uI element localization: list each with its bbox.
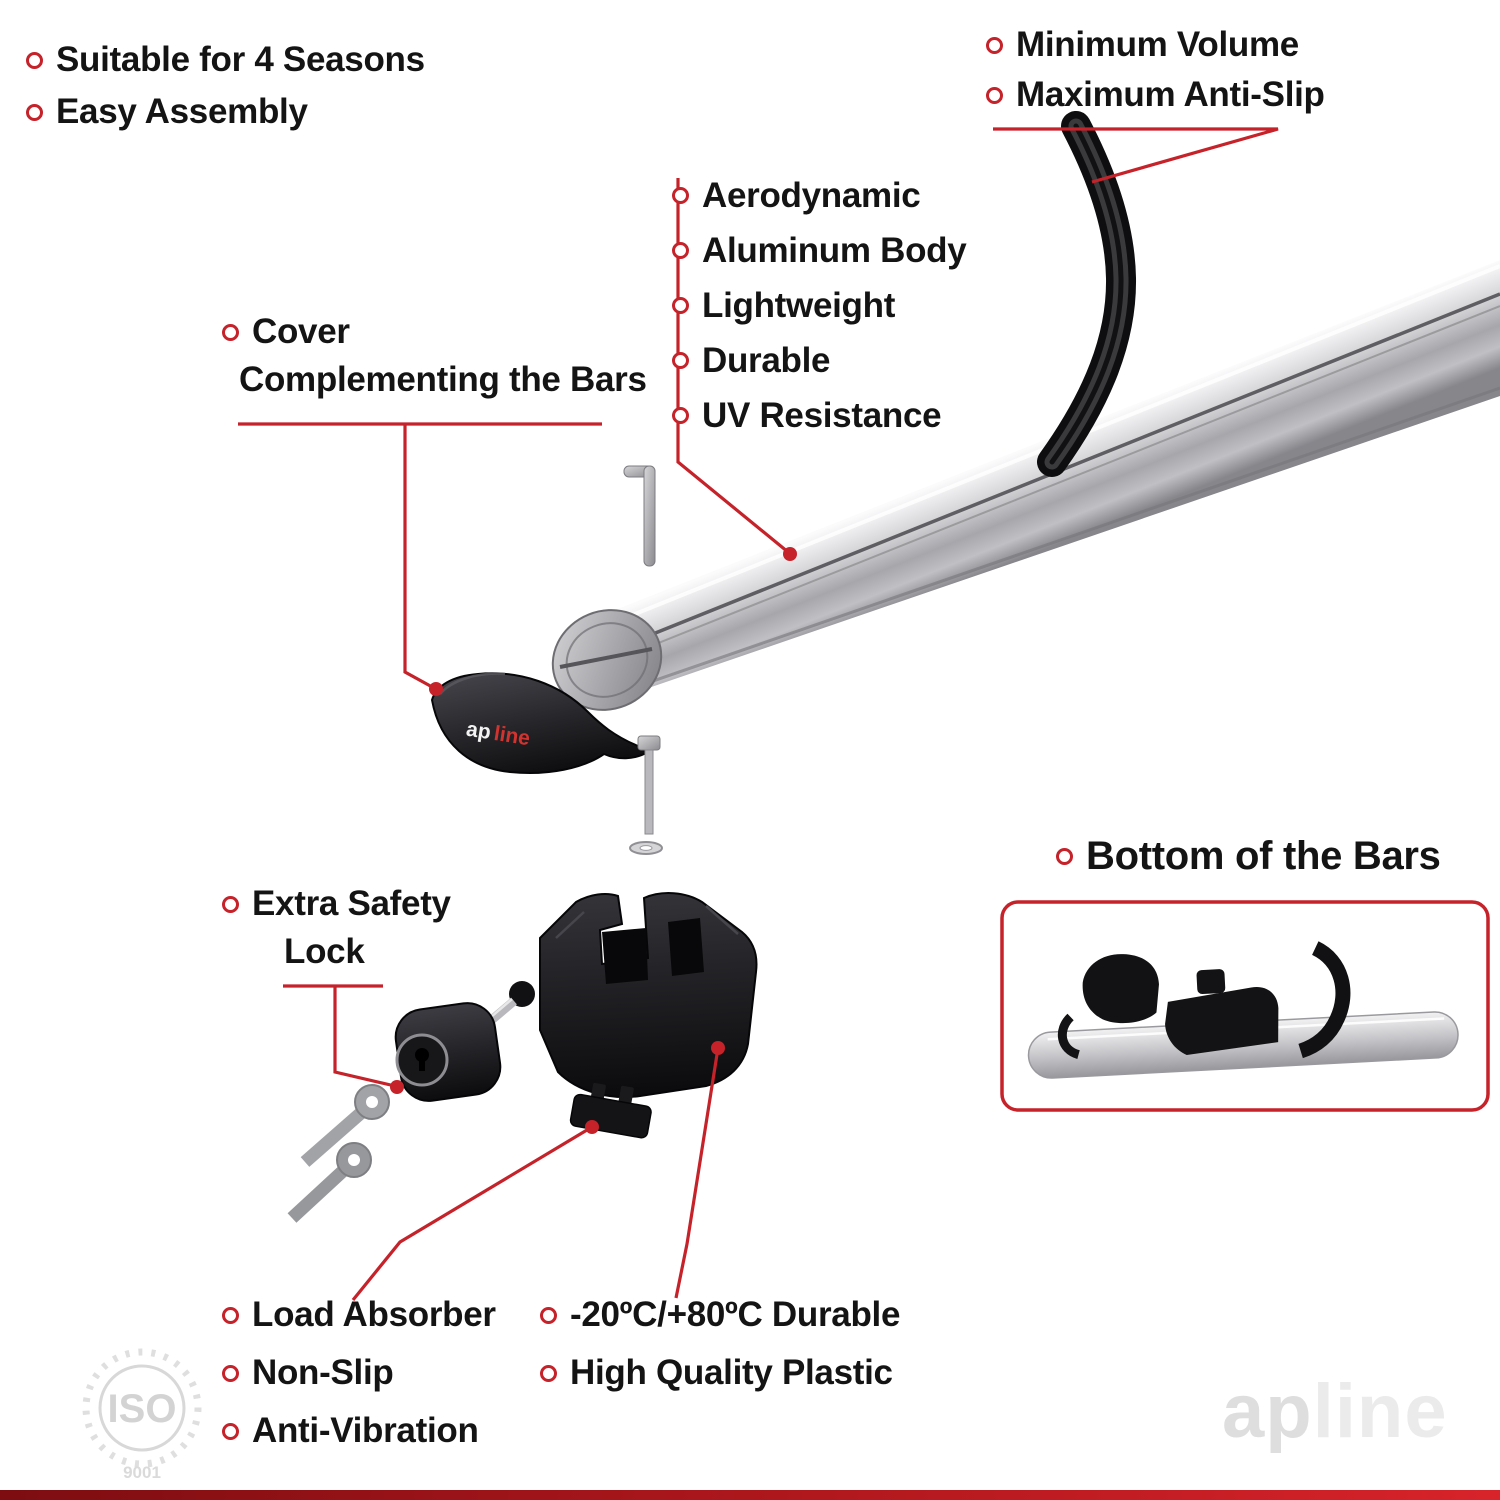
note-label: Minimum Volume	[1016, 25, 1299, 64]
bar-feature-list: Aerodynamic Aluminum Body Lightweight Du…	[662, 168, 967, 443]
bullet-icon	[26, 51, 43, 69]
rubber-strip-illustration	[1037, 111, 1137, 477]
inset-clamp-left	[1082, 954, 1159, 1024]
feature-aerodynamic: Aerodynamic	[662, 168, 966, 223]
leader-line-load-absorber	[351, 1125, 593, 1302]
bullet-icon	[222, 1422, 239, 1440]
feature-label: Aluminum Body	[702, 230, 967, 270]
feature-uv-resistance: UV Resistance	[662, 388, 966, 443]
top-left-notes: Suitable for 4 Seasons Easy Assembly	[26, 34, 425, 138]
bullet-icon	[222, 1364, 239, 1382]
cover-label-line1: Cover	[222, 312, 647, 352]
lock-illustration	[394, 981, 535, 1102]
bullet-icon	[540, 1306, 557, 1324]
feature-label: Lightweight	[702, 285, 896, 325]
lock-label-line2: Lock	[284, 932, 365, 971]
bullet-icon	[672, 242, 689, 259]
note-temperature-durable: -20ºC/+80ºC Durable	[540, 1286, 900, 1344]
note-label: High Quality Plastic	[570, 1353, 893, 1392]
leader-lines	[238, 127, 1279, 1302]
feature-label: Aerodynamic	[702, 175, 921, 215]
cover-label: Cover Complementing the Bars	[222, 312, 647, 400]
leader-line-bar-features	[676, 178, 790, 554]
bullet-icon	[540, 1364, 557, 1382]
allen-key-icon	[623, 465, 656, 567]
note-anti-vibration: Anti-Vibration	[222, 1402, 496, 1460]
bullet-icon	[222, 323, 239, 341]
brand-watermark-ap: ap	[1222, 1369, 1313, 1454]
bottom-red-strip	[0, 1490, 1500, 1500]
iso-watermark: ISO 9001	[82, 1348, 202, 1482]
note-label: Extra Safety	[252, 884, 451, 923]
foot-clamp-illustration	[539, 892, 758, 1098]
note-label: Load Absorber	[252, 1295, 496, 1334]
bullet-icon	[26, 103, 43, 121]
cover-logo-ap: ap	[465, 718, 493, 745]
note-four-seasons: Suitable for 4 Seasons	[26, 34, 425, 86]
safety-lock-label: Extra Safety Lock	[222, 884, 451, 972]
bullet-icon	[222, 1306, 239, 1324]
bullet-icon	[672, 297, 689, 314]
bolt-icon	[637, 735, 661, 835]
feature-aluminum-body: Aluminum Body	[662, 223, 967, 278]
leader-line-cover	[238, 422, 602, 690]
note-high-quality-plastic: High Quality Plastic	[540, 1344, 900, 1402]
leader-line-lock	[283, 984, 396, 1088]
note-label: Non-Slip	[252, 1353, 394, 1392]
feature-label: UV Resistance	[702, 395, 942, 435]
bullet-icon	[222, 895, 239, 913]
iso-text: ISO	[108, 1387, 177, 1431]
bar-end-cap	[551, 609, 663, 711]
brand-watermark-line: line	[1312, 1369, 1448, 1454]
bottom-bars-label: Bottom of the Bars	[1056, 834, 1441, 879]
washer-icon	[629, 841, 663, 855]
inset-box	[1000, 900, 1490, 1112]
inset-bar-illustration	[1027, 941, 1459, 1079]
note-label: Maximum Anti-Slip	[1016, 75, 1325, 114]
roof-bar-illustration	[551, 260, 1500, 711]
leader-line-anti-slip	[993, 127, 1279, 184]
note-load-absorber: Load Absorber	[222, 1286, 496, 1344]
note-label: Bottom of the Bars	[1086, 834, 1441, 878]
bullet-icon	[672, 187, 689, 204]
keys-icon	[287, 1084, 390, 1223]
note-label: Cover	[252, 312, 350, 351]
top-right-notes: Minimum Volume Maximum Anti-Slip	[986, 20, 1325, 120]
leader-line-durable	[674, 1047, 720, 1299]
note-label: -20ºC/+80ºC Durable	[570, 1295, 901, 1334]
bullet-icon	[1056, 848, 1073, 865]
note-minimum-volume: Minimum Volume	[986, 20, 1325, 70]
note-anti-slip: Maximum Anti-Slip	[986, 70, 1325, 120]
cover-illustration: ap line	[430, 672, 650, 775]
inset-strap	[1298, 941, 1351, 1059]
bottom-left-notes: Load Absorber Non-Slip Anti-Vibration	[222, 1286, 496, 1460]
inset-clamp-right	[1165, 986, 1279, 1055]
bullet-icon	[986, 86, 1003, 104]
feature-lightweight: Lightweight	[662, 278, 966, 333]
bottom-bars-row: Bottom of the Bars	[1056, 834, 1441, 879]
brand-watermark: apline	[1222, 1368, 1448, 1455]
leader-dots	[390, 547, 797, 1134]
iso-number-text: 9001	[123, 1463, 161, 1482]
note-label: Easy Assembly	[56, 92, 308, 131]
cover-logo-line: line	[492, 722, 531, 750]
bottom-center-notes: -20ºC/+80ºC Durable High Quality Plastic	[540, 1286, 900, 1402]
cover-label-line2: Complementing the Bars	[239, 360, 647, 399]
note-label: Suitable for 4 Seasons	[56, 40, 425, 79]
bullet-icon	[672, 352, 689, 369]
bullet-icon	[986, 36, 1003, 54]
lock-label-line1: Extra Safety	[222, 884, 451, 924]
note-label: Anti-Vibration	[252, 1411, 479, 1450]
note-non-slip: Non-Slip	[222, 1344, 496, 1402]
note-easy-assembly: Easy Assembly	[26, 86, 425, 138]
bullet-icon	[672, 407, 689, 424]
feature-label: Durable	[702, 340, 831, 380]
feature-durable: Durable	[662, 333, 966, 388]
